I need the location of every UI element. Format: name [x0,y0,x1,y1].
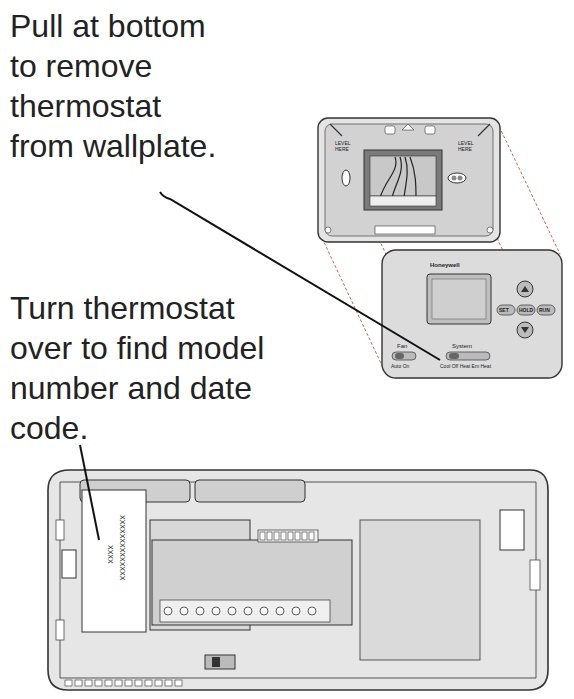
detail [302,532,307,540]
button-label: SET [499,307,515,313]
switch-label: Auto On [391,363,421,369]
detail [260,532,265,540]
detail [292,607,300,615]
brand-label: Honeywell [430,262,490,269]
detail [288,532,293,540]
detail [145,680,152,686]
detail [260,607,268,615]
part-label: LEVEL HERE [335,140,365,152]
button-label: RUN [539,307,555,313]
detail [175,680,182,686]
detail [244,607,252,615]
detail [308,607,316,615]
detail [125,680,132,686]
detail [228,607,236,615]
detail [115,680,122,686]
wallplate [318,118,500,242]
detail [295,532,300,540]
detail [274,532,279,540]
detail [164,607,172,615]
detail [155,680,162,686]
detail [85,680,92,686]
detail [276,607,284,615]
date-code: XXXX [106,545,114,564]
instruction-text: Pull at bottom to remove thermostat from… [10,6,220,166]
switch-label: System [452,343,482,350]
detail [75,680,82,686]
detail [309,532,314,540]
switch-label: Cool Off Heat Em Heat [440,363,520,369]
detail [135,680,142,686]
model-number: XXXXXXXXXXXXXX [118,515,126,580]
button-label: HOLD [519,307,535,313]
instruction-text: Turn thermostat over to find model numbe… [10,288,290,448]
thermostat-front [382,250,562,378]
part-label: LEVEL HERE [458,140,488,152]
thermostat-back [48,470,548,690]
detail [267,532,272,540]
detail [65,680,72,686]
detail [212,607,220,615]
detail [196,607,204,615]
switch-label: Fan [397,343,417,350]
detail [180,607,188,615]
detail [165,680,172,686]
detail [281,532,286,540]
detail [95,680,102,686]
detail [105,680,112,686]
